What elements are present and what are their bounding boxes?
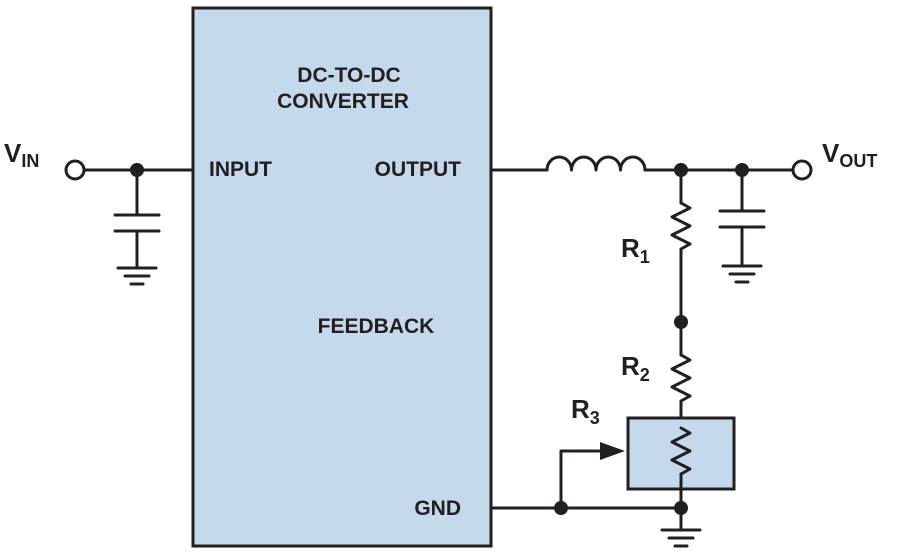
converter-block [191,6,493,548]
output-ground-icon [721,264,763,284]
vin-label-sub: IN [21,151,39,171]
r1-resistor-icon [670,201,692,251]
wiper-arrow-icon [559,442,625,510]
vout-label-main: V [822,138,840,168]
r2-label-main: R [621,351,640,381]
vin-label: VIN [4,138,39,171]
r1-label-sub: 1 [640,247,650,267]
feedback-junction [674,315,688,329]
r1-label-main: R [621,233,640,263]
input-ground-icon [116,266,158,286]
feedback-pin-label: FEEDBACK [318,315,435,338]
r3-label: R3 [571,394,600,428]
r3-label-sub: 3 [590,408,600,428]
converter-title-line2: CONVERTER [277,90,409,113]
vout-label: VOUT [822,138,877,171]
r2-resistor-icon [670,353,692,403]
input-pin-label: INPUT [209,158,272,181]
vin-terminal-icon [64,159,86,181]
r2-label-sub: 2 [640,365,650,385]
vout-label-sub: OUT [839,151,877,171]
gnd-junction-divider [674,501,688,515]
r1-label: R1 [621,233,650,267]
vout-terminal-icon [791,159,813,181]
gnd-ground-icon [660,528,702,548]
gnd-pin-label: GND [414,497,461,520]
r3-label-main: R [571,394,590,424]
converter-title-line1: DC-TO-DC [297,64,400,87]
r3-potentiometer-icon [670,426,692,476]
inductor-icon [545,155,647,172]
gnd-junction-wiper [554,501,568,515]
output-capacitor-icon [718,168,766,268]
input-capacitor-icon [113,168,161,270]
output-pin-label: OUTPUT [375,158,462,181]
r2-label: R2 [621,351,650,385]
vin-label-main: V [4,138,22,168]
